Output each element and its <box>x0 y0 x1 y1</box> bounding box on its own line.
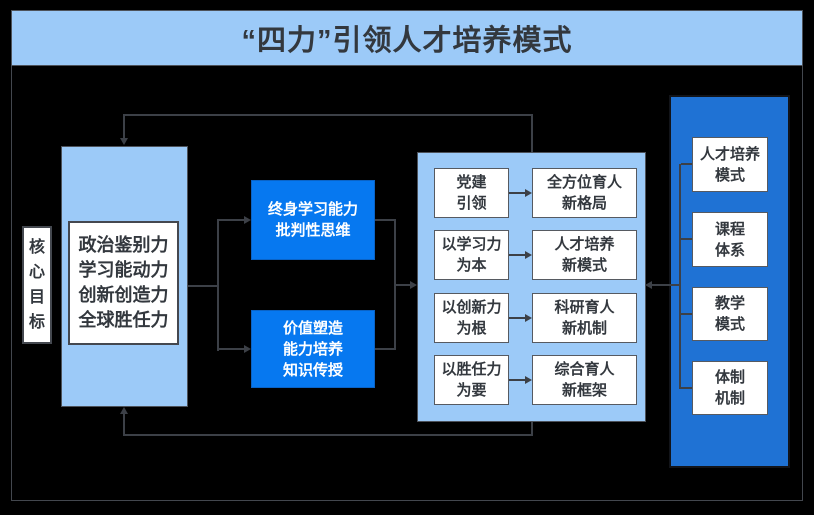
connector-row1 <box>509 192 526 194</box>
arrowhead-feedback-bottom <box>120 407 128 414</box>
connector-to-process-panel <box>396 284 410 286</box>
connector-merge-vertical <box>394 219 396 350</box>
outcome-box-curriculum: 课程 体系 <box>692 212 768 267</box>
connector-outcome-spine <box>679 164 681 389</box>
connector-feedback-bottom-left <box>123 413 125 436</box>
connector-feedback-bottom <box>123 434 533 436</box>
arrowhead-to-top-box <box>244 216 251 224</box>
arrowhead-to-process-panel <box>410 281 417 289</box>
connector-outcome-stub1 <box>681 163 692 165</box>
process-source-text: 以创新力 为根 <box>441 299 502 337</box>
connector-bottom-box-out <box>375 348 396 350</box>
process-result-box: 综合育人 新框架 <box>532 355 637 405</box>
lifelong-learning-box: 终身学习能力 批判性思维 <box>251 180 375 260</box>
process-result-text: 科研育人 新机制 <box>554 299 615 337</box>
outcome-box-teaching: 教学 模式 <box>692 287 768 341</box>
process-result-box: 全方位育人 新格局 <box>532 168 637 218</box>
outcome-box-model: 人才培养 模式 <box>692 137 768 192</box>
competency-box: 政治鉴别力 学习能动力 创新创造力 全球胜任力 <box>68 221 179 345</box>
process-result-text: 综合育人 新框架 <box>554 361 615 399</box>
connector-competency-out <box>188 285 218 287</box>
connector-split-vertical <box>217 219 219 351</box>
value-shaping-box: 价值塑造 能力培养 知识传授 <box>251 310 375 388</box>
process-source-text: 以胜任力 为要 <box>441 361 502 399</box>
title-bar: “四力”引领人才培养模式 <box>11 10 803 66</box>
connector-feedback-top-left <box>123 114 125 139</box>
outcome-text: 课程 体系 <box>714 220 745 259</box>
process-source-text: 党建 引领 <box>456 174 487 212</box>
connector-feedback-top-right <box>531 115 533 152</box>
connector-top-box-out <box>375 219 396 221</box>
process-source-box: 以创新力 为根 <box>434 293 509 343</box>
arrowhead-row2 <box>525 251 532 259</box>
connector-row3 <box>509 317 526 319</box>
connector-feedback-top <box>123 114 533 116</box>
outcome-text: 人才培养 模式 <box>699 145 760 184</box>
connector-row2 <box>509 254 526 256</box>
process-source-box: 以学习力 为本 <box>434 230 509 280</box>
core-goal-box: 核 心 目 标 <box>22 226 52 344</box>
value-shaping-text: 价值塑造 能力培养 知识传授 <box>282 319 343 379</box>
competency-text: 政治鉴别力 学习能动力 创新创造力 全球胜任力 <box>78 235 169 330</box>
page-title: “四力”引领人才培养模式 <box>241 25 573 57</box>
connector-outcome-stub3 <box>681 313 692 315</box>
arrowhead-row1 <box>525 189 532 197</box>
connector-outcome-stub4 <box>681 387 692 389</box>
connector-row4 <box>509 379 526 381</box>
process-result-box: 人才培养 新模式 <box>532 230 637 280</box>
lifelong-learning-text: 终身学习能力 批判性思维 <box>267 201 358 239</box>
connector-outcome-to-process <box>650 284 679 286</box>
outcome-text: 体制 机制 <box>714 369 745 407</box>
connector-feedback-bottom-right <box>531 422 533 436</box>
arrowhead-feedback-top <box>120 138 128 145</box>
process-result-text: 人才培养 新模式 <box>554 236 615 274</box>
process-result-box: 科研育人 新机制 <box>532 293 637 343</box>
connector-to-top-box <box>218 219 244 221</box>
process-result-text: 全方位育人 新格局 <box>546 174 622 212</box>
arrowhead-row3 <box>525 314 532 322</box>
arrowhead-outcome-to-process <box>645 281 652 289</box>
outcome-box-system: 体制 机制 <box>692 361 768 415</box>
arrowhead-row4 <box>525 376 532 384</box>
connector-to-bottom-box <box>218 348 244 350</box>
process-source-box: 以胜任力 为要 <box>434 355 509 405</box>
arrowhead-to-bottom-box <box>244 345 251 353</box>
connector-outcome-stub2 <box>681 238 692 240</box>
outcome-text: 教学 模式 <box>714 295 745 333</box>
process-source-text: 以学习力 为本 <box>441 236 502 274</box>
core-goal-label: 核 心 目 标 <box>28 239 45 331</box>
process-source-box: 党建 引领 <box>434 168 509 218</box>
